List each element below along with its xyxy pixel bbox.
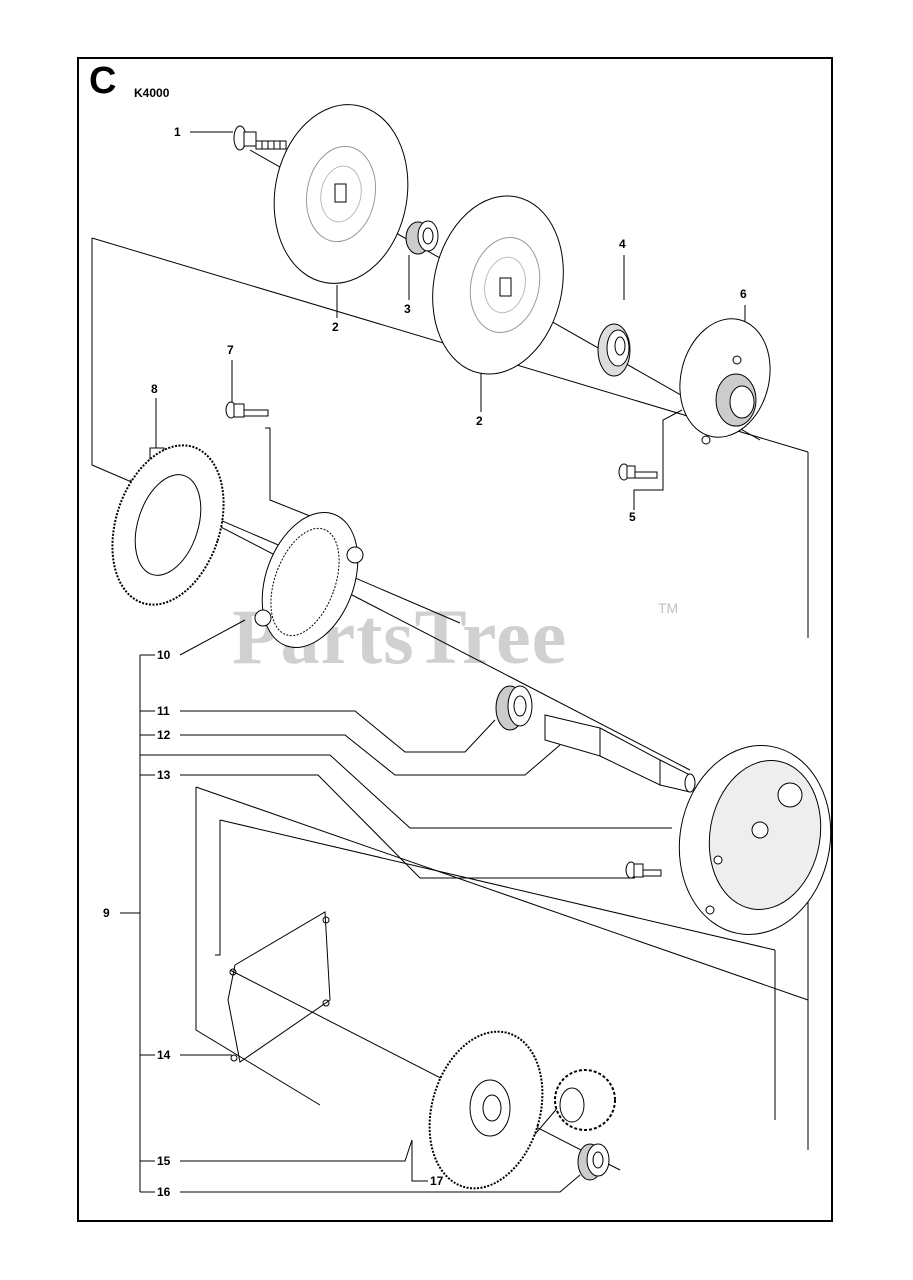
- screw-7-line: [265, 427, 321, 521]
- screw-icon-3: [625, 861, 662, 879]
- callout-8: 8: [151, 382, 158, 396]
- bracket-bottom-hidden: [460, 623, 808, 638]
- callout-7: 7: [227, 343, 234, 357]
- leader-line-16: [180, 1174, 581, 1193]
- callout-12: 12: [157, 728, 171, 742]
- callout-3: 3: [404, 302, 411, 316]
- leader-line-10: [179, 619, 246, 656]
- callout-4: 4: [619, 237, 626, 251]
- gasket-icon: [227, 911, 331, 1063]
- inner-bracket-top: [219, 819, 776, 951]
- leader-line-12: [180, 734, 561, 776]
- callout-6: 6: [740, 287, 747, 301]
- bevel-gear-icon: [428, 1030, 544, 1190]
- callout-10: 10: [157, 648, 171, 662]
- callout-1: 1: [174, 125, 181, 139]
- gear-ring-icon-2: [254, 512, 364, 648]
- gear-ring-icon: [111, 444, 225, 606]
- callout-14: 14: [157, 1048, 171, 1062]
- leader-line-13: [180, 774, 635, 879]
- model-label: K4000: [134, 86, 170, 100]
- lower-bracket-top: [195, 786, 809, 1001]
- pinion-gear-icon: [554, 1069, 616, 1131]
- leader-line-9-housing: [140, 754, 672, 829]
- leader-line-11: [180, 710, 496, 753]
- section-letter: C: [89, 60, 117, 102]
- leader-line-5: [633, 409, 683, 510]
- callout-17: 17: [430, 1174, 444, 1188]
- callout-5: 5: [629, 510, 636, 524]
- callout-9: 9: [103, 906, 110, 920]
- flange-disc-icon: [273, 104, 409, 284]
- axis-line-mid: [129, 479, 691, 771]
- watermark-trademark: TM: [658, 600, 679, 616]
- leader-line-15: [180, 1139, 413, 1162]
- bolt-icon: [233, 125, 287, 151]
- gear-housing-icon: [678, 745, 832, 935]
- axis-line-lower: [229, 969, 621, 1171]
- bearing-icon-2: [577, 1143, 610, 1181]
- bearing-icon: [495, 685, 533, 731]
- flange-disc-icon-2: [432, 195, 564, 375]
- callout-16: 16: [157, 1185, 171, 1199]
- seal-ring-icon: [597, 323, 631, 377]
- diagram-frame: [77, 57, 833, 1222]
- leader-line-15-branch: [411, 1140, 428, 1182]
- lower-bracket-left: [195, 787, 321, 1106]
- callout-2b: 2: [476, 414, 483, 428]
- callout-15: 15: [157, 1154, 171, 1168]
- bearing-plate-icon: [679, 318, 771, 445]
- screw-icon-2: [225, 401, 269, 419]
- callout-13: 13: [157, 768, 171, 782]
- callout-2a: 2: [332, 320, 339, 334]
- screw-icon: [618, 463, 658, 481]
- bushing-icon: [405, 220, 439, 255]
- shaft-icon: [544, 714, 696, 793]
- inner-bracket-left: [215, 820, 221, 956]
- callout-11: 11: [157, 704, 170, 718]
